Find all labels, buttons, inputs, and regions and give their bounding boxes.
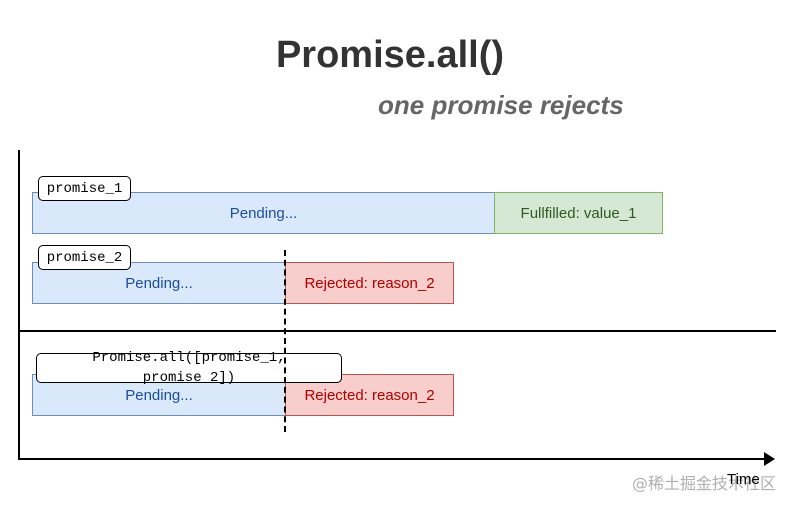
promise-2-rejected-bar: Rejected: reason_2 xyxy=(285,262,454,304)
promise-all-label: Promise.all([promise_1, promise_2]) xyxy=(36,350,342,386)
promise-all-rejected-text: Rejected: reason_2 xyxy=(304,386,435,404)
y-axis-line xyxy=(18,150,20,460)
promise-2-rejected-text: Rejected: reason_2 xyxy=(304,274,435,292)
watermark: @稀土掘金技术社区 xyxy=(632,474,777,493)
time-axis-arrow-icon xyxy=(764,452,775,466)
promise-2-pending-text: Pending... xyxy=(125,274,193,292)
time-axis-line xyxy=(18,458,766,460)
diagram-title: Promise.all() xyxy=(275,34,505,76)
promise-1-fulfilled-bar: Fullfilled: value_1 xyxy=(494,192,663,234)
promise-1-label: promise_1 xyxy=(38,176,131,201)
promise-1-fulfilled-text: Fullfilled: value_1 xyxy=(520,204,637,222)
section-separator xyxy=(18,330,776,332)
rejection-time-marker xyxy=(284,250,286,432)
time-axis-label: Time xyxy=(727,471,760,488)
promise-2-label: promise_2 xyxy=(38,245,131,270)
promise-all-pending-text: Pending... xyxy=(125,386,193,404)
diagram-subtitle: one promise rejects xyxy=(378,90,624,120)
promise-1-pending-text: Pending... xyxy=(229,204,298,222)
